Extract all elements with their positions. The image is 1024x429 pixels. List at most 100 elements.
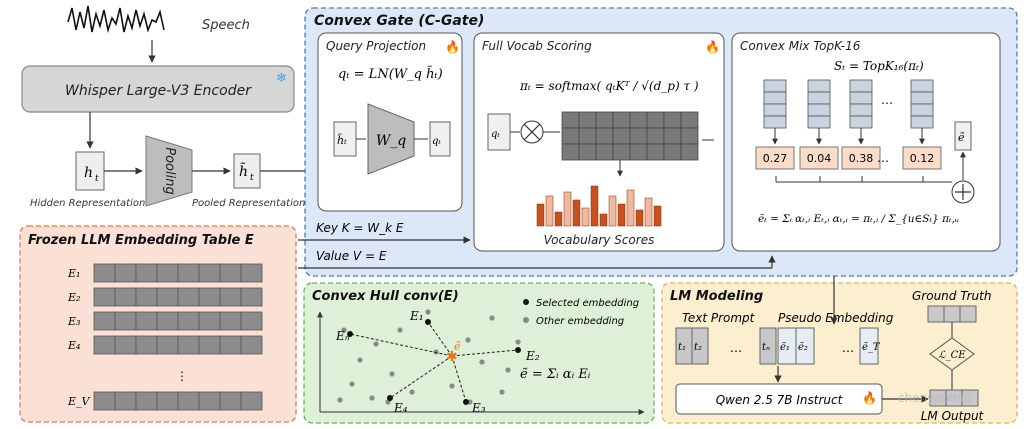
lm-pseudo: Pseudo Embedding xyxy=(778,311,894,325)
lm-dots-pseudo: … xyxy=(842,341,854,355)
vocab-bar xyxy=(617,203,626,227)
other-points xyxy=(337,309,521,405)
weight-box xyxy=(799,146,839,170)
mix-dots-weights: … xyxy=(877,151,889,165)
text-token-label: tₙ xyxy=(762,342,770,353)
hidden-label: Hidden Representation xyxy=(30,198,145,209)
query-output: qₜ xyxy=(432,136,441,147)
hull-center-label: ẽ xyxy=(454,340,461,353)
pseudo-token-box xyxy=(859,327,879,365)
cgate-title: Convex Gate (C-Gate) xyxy=(314,13,484,29)
mix-formula-bottom: ẽₜ = Σᵢ αₜ,ᵢ Eₜ,ᵢ αₜ,ᵢ = πₜ,ᵢ / Σ_{u∈Sₜ}… xyxy=(758,213,959,225)
hull-legend-other: Other embedding xyxy=(536,316,624,327)
other-marker xyxy=(523,317,529,323)
scoring-title: Full Vocab Scoring xyxy=(482,39,592,53)
wq-block xyxy=(367,103,415,175)
key-label: Key K = W_k E xyxy=(316,221,404,235)
vocab-score-bars xyxy=(536,185,662,227)
hull-legend-selected: Selected embedding xyxy=(536,298,639,309)
vocab-bar xyxy=(599,213,608,227)
mix-dots-top: … xyxy=(881,93,893,107)
hull-point-label: E₃ xyxy=(471,401,486,415)
fire-icon: 🔥 xyxy=(445,40,460,54)
encoder-label: Whisper Large-V3 Encoder xyxy=(65,83,252,99)
selected-embedding-point xyxy=(387,395,393,401)
wq-label: W_q xyxy=(376,133,406,149)
weight-box xyxy=(902,146,942,170)
pseudo-token-label: ẽ_T xyxy=(862,342,881,353)
hidden-sub: t xyxy=(95,174,99,184)
vocab-bar xyxy=(653,205,662,227)
hull-title: Convex Hull conv(E) xyxy=(312,289,459,304)
mix-formula: Sₜ = TopK₁₆(πₜ) xyxy=(834,59,924,73)
value-label: Value V = E xyxy=(316,249,387,263)
center-star-icon: ✱ xyxy=(446,349,458,365)
hull-point-label: E₂ xyxy=(525,349,540,363)
vocab-bar xyxy=(545,195,554,227)
weight-box xyxy=(755,146,795,170)
pooled-label: Pooled Representation xyxy=(192,198,305,209)
lm-output: LM Output xyxy=(921,409,985,423)
mix-output: ẽ xyxy=(958,131,965,144)
text-token-label: t₂ xyxy=(694,342,702,353)
vocab-bar xyxy=(590,185,599,227)
vocab-bar xyxy=(554,211,563,227)
other-embedding-point xyxy=(505,367,511,373)
vocab-bar xyxy=(635,209,644,227)
mix-output-box xyxy=(954,121,972,151)
other-embedding-point xyxy=(341,327,347,333)
hull-container xyxy=(303,282,655,424)
other-embedding-point xyxy=(337,397,343,403)
pseudo-token-label: ẽ₂ xyxy=(798,342,808,353)
vocab-bar xyxy=(581,207,590,227)
selected-embedding-point xyxy=(463,399,469,405)
query-title: Query Projection xyxy=(326,39,426,53)
embedding-row-label: E_V xyxy=(67,395,91,408)
lm-loss: ℒ_CE xyxy=(938,350,966,361)
query-formula: qₜ = LN(W_q h̃ₜ) xyxy=(338,65,443,82)
other-embedding-point xyxy=(515,339,521,345)
pooling-block xyxy=(145,135,193,207)
embedding-row-label: E₃ xyxy=(67,315,80,328)
query-output-box xyxy=(429,121,451,157)
other-embedding-point xyxy=(479,359,485,365)
vocab-bar xyxy=(536,203,545,227)
hull-point-label: E₁ xyxy=(409,309,424,323)
text-token-box xyxy=(691,327,709,365)
scoring-formula: πₜ = softmax( qₜKᵀ / √(d_p) τ ) xyxy=(519,79,699,93)
vocab-bar xyxy=(572,199,581,227)
hull-point-label: Eₙ xyxy=(335,329,350,343)
frozen-title: Frozen LLM Embedding Table E xyxy=(28,233,254,248)
vocab-bar xyxy=(608,195,617,227)
text-token-label: t₁ xyxy=(678,342,686,353)
vocab-matrix xyxy=(561,111,699,161)
vocab-bar xyxy=(626,189,635,227)
text-token-box xyxy=(759,327,777,365)
mix-title: Convex Mix TopK-16 xyxy=(740,39,861,53)
other-embedding-point xyxy=(409,389,415,395)
other-embedding-point xyxy=(449,383,455,389)
embedding-row-label: E₄ xyxy=(67,339,80,352)
other-embedding-point xyxy=(369,395,375,401)
scoring-caption: Vocabulary Scores xyxy=(544,233,655,247)
lm-text-prompt: Text Prompt xyxy=(682,311,756,325)
other-embedding-point xyxy=(499,389,505,395)
other-embedding-point xyxy=(433,349,439,355)
selected-embedding-point xyxy=(515,347,521,353)
weight-value: 0.27 xyxy=(763,152,788,165)
weight-value: 0.12 xyxy=(910,152,935,165)
lm-model: Qwen 2.5 7B Instruct xyxy=(716,393,844,407)
watermark: chenyaohao xyxy=(898,391,971,405)
hull-point-label: E₄ xyxy=(393,401,408,415)
pseudo-token-box xyxy=(795,327,815,365)
weight-box xyxy=(841,146,881,170)
selected-points: E₁ E₂ E₃ E₄ Eₙ ✱ẽ xyxy=(335,309,540,415)
query-input: h̃ₜ xyxy=(337,134,347,147)
other-embedding-point xyxy=(397,327,403,333)
pooled-sub: t xyxy=(250,173,254,183)
fire-icon: 🔥 xyxy=(705,40,720,54)
hull-formula: ẽ = Σᵢ αᵢ Eᵢ xyxy=(520,367,591,382)
